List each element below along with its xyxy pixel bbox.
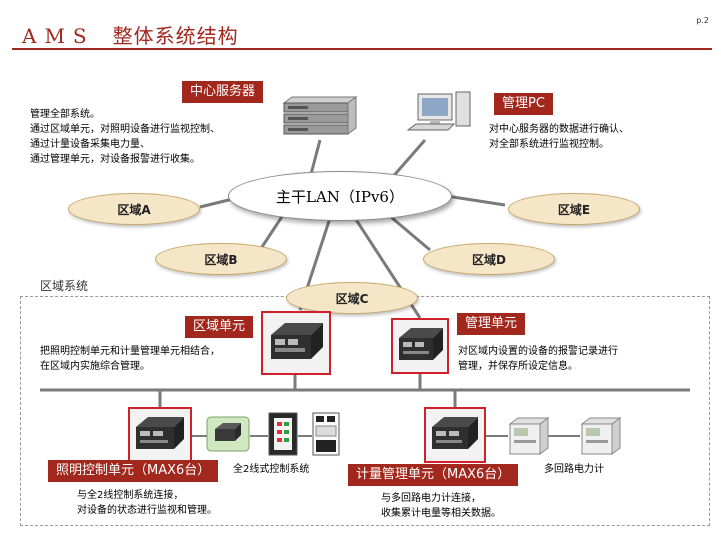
page-title: AMS 整体系统结构 bbox=[22, 20, 239, 49]
desktop-pc-icon bbox=[406, 91, 471, 131]
backbone-lan: 主干LAN（IPv6） bbox=[228, 171, 452, 221]
metering-unit-label: 计量管理单元（MAX6台） bbox=[348, 464, 519, 486]
desc-line: 通过区域单元，对照明设备进行监视控制、 bbox=[30, 124, 220, 135]
desc-line: 与全2线控制系统连接， bbox=[77, 490, 184, 501]
management-unit-device bbox=[391, 318, 449, 374]
switch-panel-icon bbox=[312, 412, 340, 456]
metering-unit-device bbox=[424, 407, 486, 463]
two-wire-label: 全2线式控制系统 bbox=[233, 464, 310, 475]
page-number: p.2 bbox=[696, 16, 709, 25]
management-unit-label: 管理单元 bbox=[457, 313, 526, 335]
controller-icon bbox=[399, 328, 443, 360]
line-area-b bbox=[258, 211, 287, 251]
power-meter-icon bbox=[580, 417, 622, 455]
two-wire-adapter-icon bbox=[206, 416, 250, 452]
title-prefix: AMS bbox=[22, 24, 95, 48]
area-unit-desc: 把照明控制单元和计量管理单元相结合， 在区域内实施综合管理。 bbox=[40, 344, 220, 374]
desc-line: 对中心服务器的数据进行确认、 bbox=[489, 124, 629, 135]
central-server-label: 中心服务器 bbox=[182, 81, 264, 103]
desc-line: 管理，并保存所设定信息。 bbox=[458, 361, 578, 372]
power-meter-label: 多回路电力计 bbox=[544, 464, 604, 475]
area-unit-label: 区域单元 bbox=[185, 316, 254, 338]
controller-icon bbox=[432, 417, 478, 449]
title-main: 整体系统结构 bbox=[112, 24, 239, 48]
desc-line: 把照明控制单元和计量管理单元相结合， bbox=[40, 346, 220, 357]
desc-line: 在区域内实施综合管理。 bbox=[40, 361, 150, 372]
title-divider bbox=[12, 48, 712, 50]
area-c: 区域C bbox=[286, 282, 418, 314]
controller-icon bbox=[271, 323, 323, 359]
desc-line: 通过管理单元，对设备报警进行收集。 bbox=[30, 154, 200, 165]
lighting-unit-desc: 与全2线控制系统连接， 对设备的状态进行监视和管理。 bbox=[77, 488, 217, 518]
central-server-desc: 管理全部系统。 通过区域单元，对照明设备进行监视控制、 通过计量设备采集电力量、… bbox=[30, 107, 220, 167]
area-a: 区域A bbox=[68, 193, 200, 225]
metering-unit-desc: 与多回路电力计连接， 收集累计电量等相关数据。 bbox=[381, 491, 501, 521]
area-system-label: 区域系统 bbox=[40, 279, 89, 293]
desc-line: 通过计量设备采集电力量、 bbox=[30, 139, 150, 150]
desc-line: 与多回路电力计连接， bbox=[381, 493, 481, 504]
desc-line: 收集累计电量等相关数据。 bbox=[381, 508, 501, 519]
area-b: 区域B bbox=[155, 243, 287, 275]
lighting-unit-label: 照明控制单元（MAX6台） bbox=[48, 460, 219, 482]
area-unit-device bbox=[261, 311, 331, 375]
controller-icon bbox=[136, 417, 184, 449]
relay-panel-icon bbox=[268, 412, 298, 456]
management-pc-desc: 对中心服务器的数据进行确认、 对全部系统进行监视控制。 bbox=[489, 122, 629, 152]
area-d: 区域D bbox=[423, 243, 555, 275]
desc-line: 对区域内设置的设备的报警记录进行 bbox=[458, 346, 618, 357]
lighting-unit-device bbox=[128, 407, 192, 463]
management-pc-label: 管理PC bbox=[494, 93, 553, 115]
desc-line: 对设备的状态进行监视和管理。 bbox=[77, 505, 217, 516]
desc-line: 管理全部系统。 bbox=[30, 109, 100, 120]
server-rack-icon bbox=[282, 96, 358, 135]
line-area-d bbox=[384, 210, 431, 252]
desc-line: 对全部系统进行监视控制。 bbox=[489, 139, 609, 150]
area-e: 区域E bbox=[508, 193, 640, 225]
management-unit-desc: 对区域内设置的设备的报警记录进行 管理，并保存所设定信息。 bbox=[458, 344, 618, 374]
power-meter-icon bbox=[508, 417, 550, 455]
